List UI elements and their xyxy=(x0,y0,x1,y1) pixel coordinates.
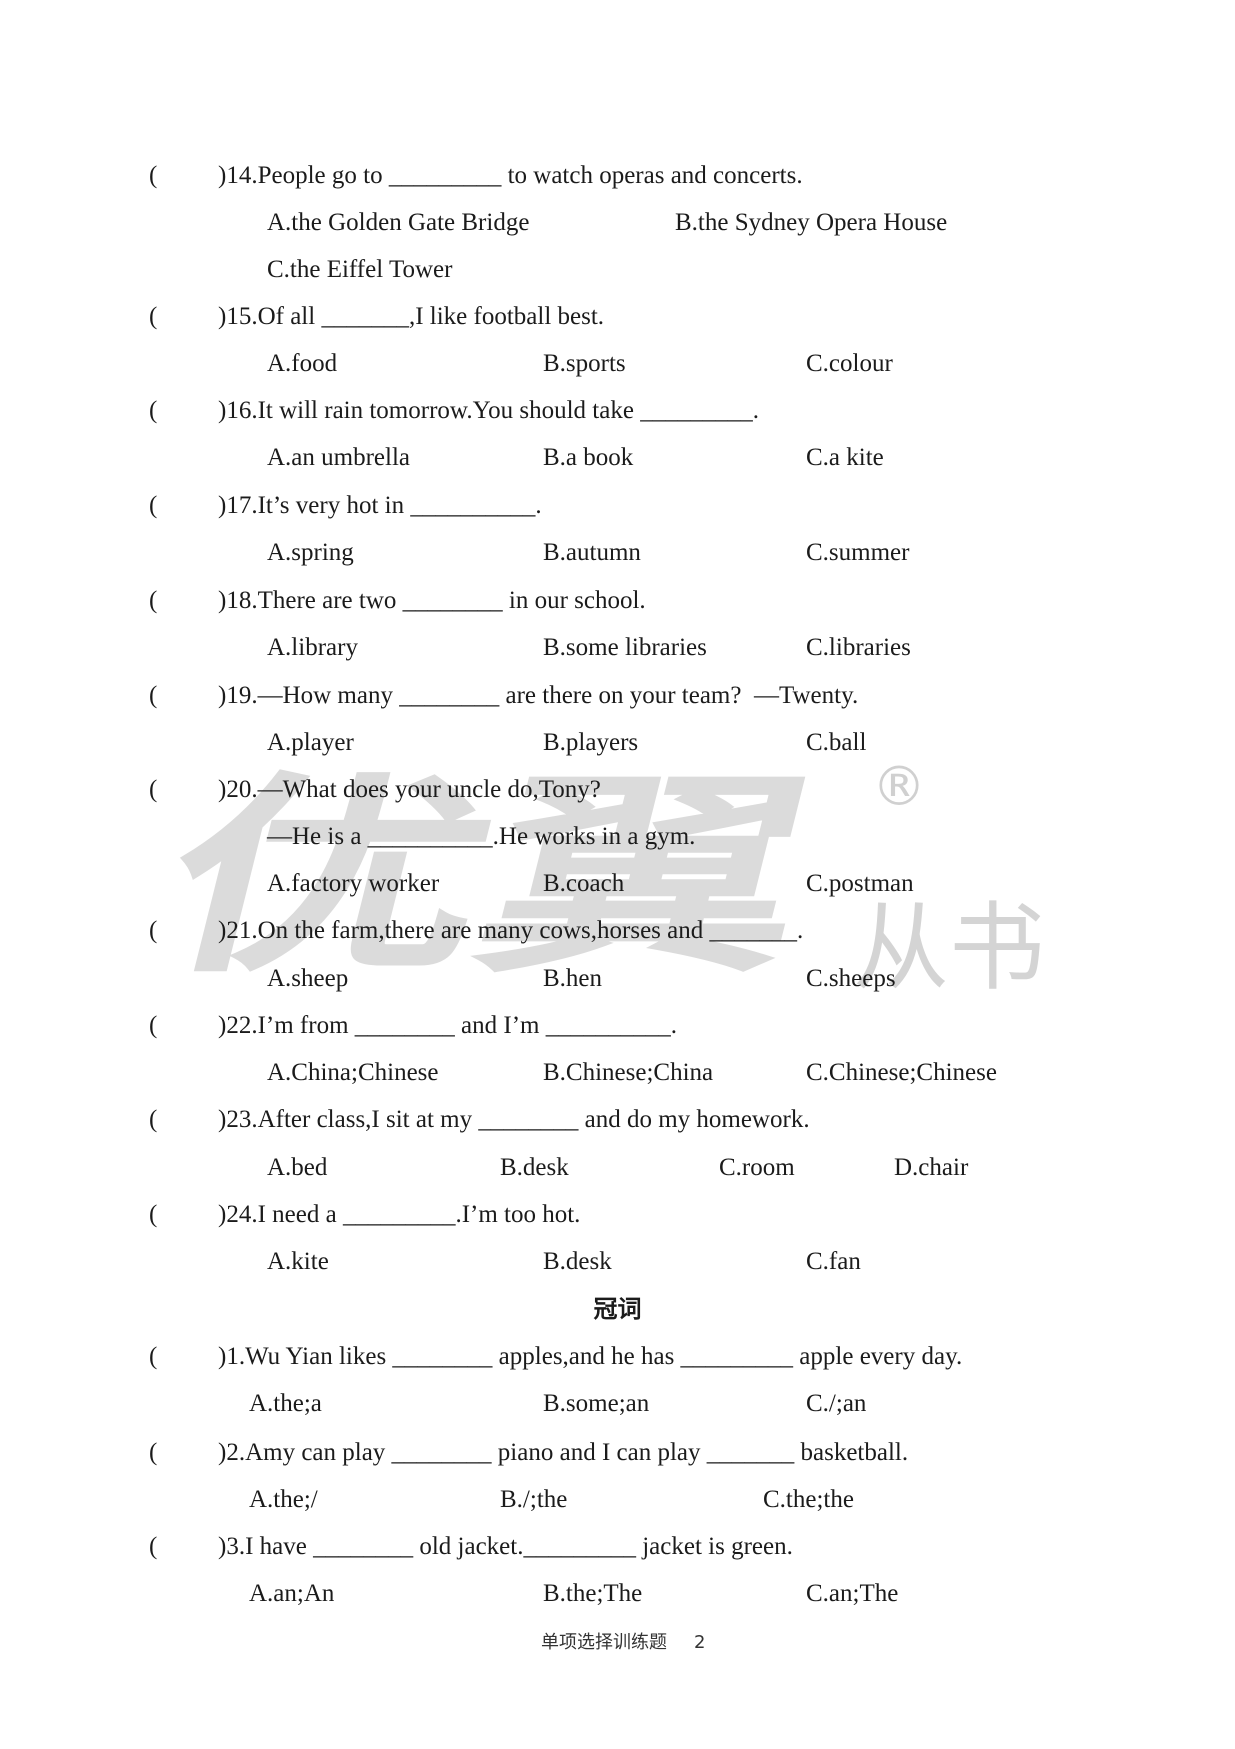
answer-bracket: ( xyxy=(149,162,158,189)
question-stem: )24.I need a _________.I’m too hot. xyxy=(218,1201,581,1228)
answer-bracket: ( xyxy=(149,682,158,709)
question-stem: )19.—How many ________ are there on your… xyxy=(218,682,859,709)
option-b: B.some;an xyxy=(543,1390,650,1417)
question-stem: )17.It’s very hot in __________. xyxy=(218,492,542,519)
question-stem: )18.There are two ________ in our school… xyxy=(218,587,646,614)
option-a: A.bed xyxy=(267,1154,328,1181)
answer-bracket: ( xyxy=(149,1533,158,1560)
option-c: C.the Eiffel Tower xyxy=(267,256,453,283)
option-c: C.Chinese;Chinese xyxy=(806,1059,997,1086)
option-b: B.desk xyxy=(500,1154,569,1181)
option-a: A.player xyxy=(267,729,354,756)
option-c: C.ball xyxy=(806,729,867,756)
answer-bracket: ( xyxy=(149,397,158,424)
option-c: C./;an xyxy=(806,1390,867,1417)
answer-bracket: ( xyxy=(149,917,158,944)
option-b: B.a book xyxy=(543,444,634,471)
watermark-series: 从书 xyxy=(853,892,1045,1004)
option-d: D.chair xyxy=(894,1154,969,1181)
question-stem-line2: —He is a __________.He works in a gym. xyxy=(267,823,696,850)
question-stem: )3.I have ________ old jacket._________ … xyxy=(218,1533,793,1560)
option-a: A.an umbrella xyxy=(267,444,411,471)
question-stem: )16.It will rain tomorrow.You should tak… xyxy=(218,397,759,424)
question-stem: )2.Amy can play ________ piano and I can… xyxy=(218,1439,909,1466)
option-c: C.sheeps xyxy=(806,965,896,992)
option-b: B.the;The xyxy=(543,1580,643,1607)
answer-bracket: ( xyxy=(149,776,158,803)
option-b: B.some libraries xyxy=(543,634,707,661)
question-stem: )21.On the farm,there are many cows,hors… xyxy=(218,917,804,944)
option-b: B.autumn xyxy=(543,539,641,566)
question-stem: )14.People go to _________ to watch oper… xyxy=(218,162,803,189)
answer-bracket: ( xyxy=(149,587,158,614)
question-stem: )20.—What does your uncle do,Tony? xyxy=(218,776,601,803)
answer-bracket: ( xyxy=(149,1343,158,1370)
option-b: B./;the xyxy=(500,1486,568,1513)
option-c: C.summer xyxy=(806,539,910,566)
option-b: B.desk xyxy=(543,1248,612,1275)
section-heading: 冠词 xyxy=(593,1295,642,1323)
answer-bracket: ( xyxy=(149,303,158,330)
option-a: A.the Golden Gate Bridge xyxy=(267,209,530,236)
option-b: B.hen xyxy=(543,965,603,992)
answer-bracket: ( xyxy=(149,1012,158,1039)
question-stem: )15.Of all _______,I like football best. xyxy=(218,303,605,330)
answer-bracket: ( xyxy=(149,492,158,519)
question-stem: )23.After class,I sit at my ________ and… xyxy=(218,1106,810,1133)
option-a: A.sheep xyxy=(267,965,349,992)
option-a: A.an;An xyxy=(249,1580,335,1607)
answer-bracket: ( xyxy=(149,1439,158,1466)
page-number: 2 xyxy=(694,1632,706,1653)
footer-title: 单项选择训练题 xyxy=(541,1632,667,1653)
option-b: B.the Sydney Opera House xyxy=(675,209,948,236)
option-a: A.spring xyxy=(267,539,354,566)
option-b: B.sports xyxy=(543,350,626,377)
option-b: B.coach xyxy=(543,870,625,897)
option-a: A.library xyxy=(267,634,358,661)
option-c: C.colour xyxy=(806,350,893,377)
option-c: C.libraries xyxy=(806,634,911,661)
answer-bracket: ( xyxy=(149,1106,158,1133)
option-a: A.factory worker xyxy=(267,870,440,897)
question-stem: )22.I’m from ________ and I’m __________… xyxy=(218,1012,677,1039)
option-b: B.Chinese;China xyxy=(543,1059,714,1086)
answer-bracket: ( xyxy=(149,1201,158,1228)
option-c: C.fan xyxy=(806,1248,861,1275)
option-a: A.kite xyxy=(267,1248,329,1275)
option-c: C.an;The xyxy=(806,1580,899,1607)
option-c: C.a kite xyxy=(806,444,884,471)
option-a: A.food xyxy=(267,350,338,377)
registered-mark-icon: ® xyxy=(872,755,926,818)
option-c: C.room xyxy=(719,1154,795,1181)
option-a: A.the;a xyxy=(249,1390,322,1417)
option-a: A.China;Chinese xyxy=(267,1059,439,1086)
option-b: B.players xyxy=(543,729,639,756)
option-a: A.the;/ xyxy=(249,1486,318,1513)
question-stem: )1.Wu Yian likes ________ apples,and he … xyxy=(218,1343,963,1370)
option-c: C.the;the xyxy=(763,1486,854,1513)
option-c: C.postman xyxy=(806,870,914,897)
